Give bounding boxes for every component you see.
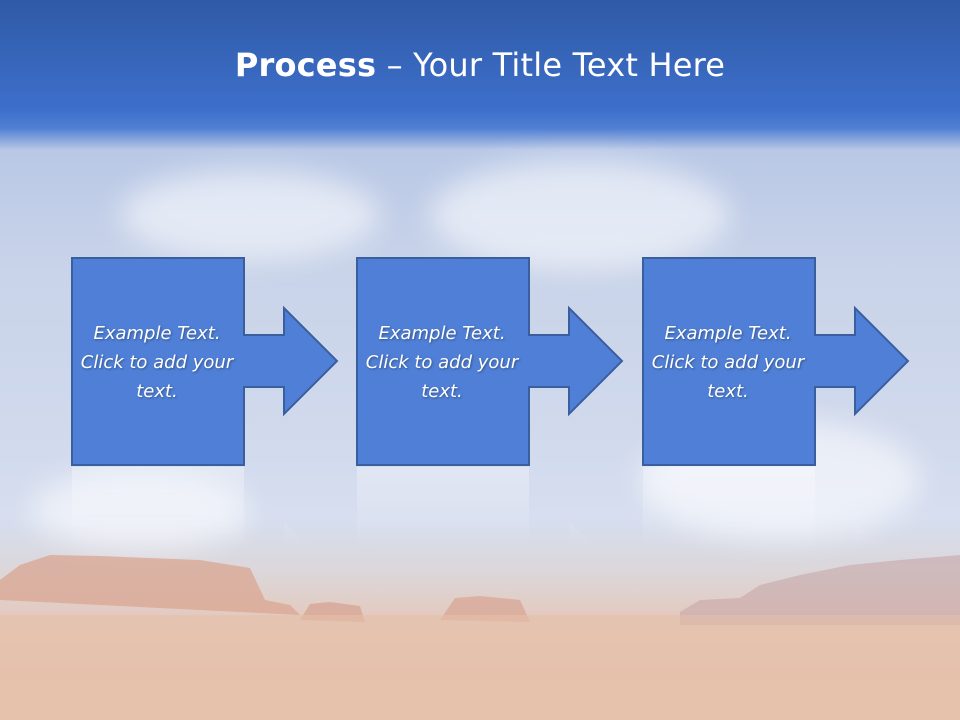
arrow-box-shape <box>642 257 910 466</box>
step-3-reflection <box>642 467 912 547</box>
title-bold: Process <box>234 46 377 84</box>
process-step-3[interactable]: Example Text. Click to add your text. <box>642 257 912 467</box>
step-3-text[interactable]: Example Text. Click to add your text. <box>651 322 805 402</box>
title-rest: – Your Title Text Here <box>376 46 726 84</box>
step-1-reflection <box>71 467 341 547</box>
step-1-text[interactable]: Example Text. Click to add your text. <box>80 322 234 402</box>
step-2-reflection <box>356 467 626 547</box>
arrow-box-shape <box>71 257 339 466</box>
arrow-box-shape <box>356 257 624 466</box>
process-step-2[interactable]: Example Text. Click to add your text. <box>356 257 626 467</box>
step-2-text[interactable]: Example Text. Click to add your text. <box>365 322 519 402</box>
slide-title[interactable]: Process – Your Title Text Here <box>0 46 960 84</box>
process-step-1[interactable]: Example Text. Click to add your text. <box>71 257 341 467</box>
